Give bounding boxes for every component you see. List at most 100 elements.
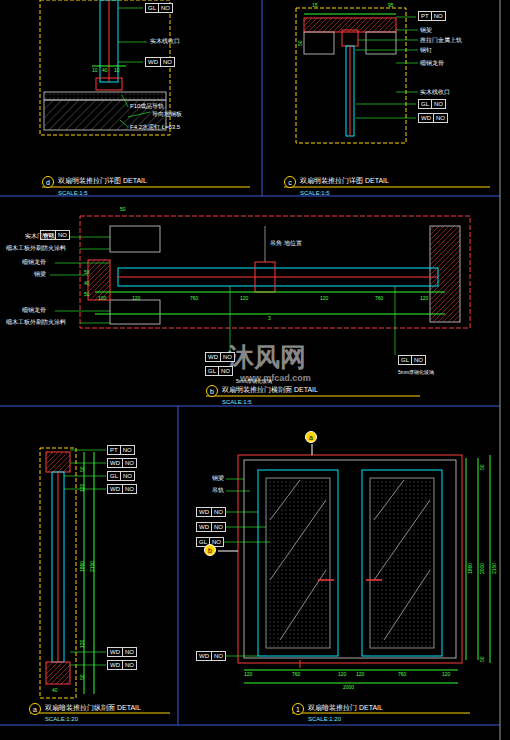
- material-tag: WDNO: [196, 522, 226, 532]
- dimension: 120: [442, 672, 450, 677]
- node-text: a: [309, 434, 313, 441]
- node-text: PT: [419, 12, 431, 20]
- node-text: WD: [146, 58, 160, 66]
- node-text: NO: [55, 231, 69, 239]
- node-text: NO: [160, 58, 174, 66]
- scale-note: SCALE:1:20: [45, 716, 78, 722]
- node-text: GL: [206, 367, 218, 375]
- node-text: NO: [211, 652, 225, 660]
- dimension: 50: [480, 656, 485, 662]
- dimension: 50: [120, 207, 126, 212]
- note: 导向地钢板: [152, 111, 182, 117]
- dimension: 2150: [90, 561, 95, 572]
- note: 实木线收口: [420, 89, 450, 95]
- dimension: 50: [84, 292, 90, 297]
- node-text: NO: [122, 648, 136, 656]
- material-tag: WDNO: [107, 484, 137, 494]
- dimension: 2000: [343, 685, 354, 690]
- note: 吊轨: [212, 487, 224, 493]
- node-text: 1: [296, 706, 300, 713]
- node-text: WD: [197, 523, 211, 531]
- note: 细钢龙骨: [420, 60, 444, 66]
- node-text: NO: [120, 446, 134, 454]
- node-text: a: [33, 706, 37, 713]
- node-text: WD: [108, 661, 122, 669]
- material-tag: WDNO: [107, 458, 137, 468]
- dimension: 120: [356, 672, 364, 677]
- node-text: GL: [419, 100, 431, 108]
- detail-title: 双扇暗装推拉门纵剖面 DETAIL: [45, 704, 141, 711]
- node-text: WD: [108, 648, 122, 656]
- note: 钢钉: [420, 47, 432, 53]
- material-tag: PTNO: [107, 445, 135, 455]
- node-text: GL: [146, 4, 158, 12]
- node-text: WD: [206, 353, 220, 361]
- material-tag: GLNO: [205, 366, 233, 376]
- dimension: 120: [420, 296, 428, 301]
- scale-note: SCALE:1:5: [222, 399, 252, 405]
- note: 钢梁: [34, 271, 46, 277]
- dimension: 50: [480, 464, 485, 470]
- dimension: 760: [292, 672, 300, 677]
- dimension: 120: [244, 672, 252, 677]
- dimension: 40: [84, 281, 90, 286]
- note: 细木工板外刷防火涂料: [6, 245, 66, 251]
- dimension: 120: [80, 484, 85, 492]
- detail-callout-circle: b: [206, 385, 218, 397]
- scale-note: SCALE:1:5: [300, 190, 330, 196]
- node-text: NO: [220, 353, 234, 361]
- note: 实木线收口: [150, 38, 180, 44]
- node-text: NO: [158, 4, 172, 12]
- material-tag: WDNO: [107, 660, 137, 670]
- node-text: NO: [411, 356, 425, 364]
- note: 实木门套线: [25, 233, 55, 239]
- material-tag: GLNO: [418, 99, 446, 109]
- material-tag: PTNO: [418, 11, 446, 21]
- dimension: 40: [102, 68, 108, 73]
- dimension: 50: [80, 466, 85, 472]
- material-tag: GLNO: [398, 355, 426, 365]
- node-text: GL: [399, 356, 411, 364]
- dimension: 1860: [468, 563, 473, 574]
- node-text: WD: [108, 485, 122, 493]
- material-tag: WDNO: [196, 651, 226, 661]
- note: F10成品导轨: [130, 103, 164, 109]
- detail-title: 双扇明装推拉门详图 DETAIL: [58, 177, 147, 184]
- note: 推拉门金属上轨: [420, 37, 462, 43]
- note: 钢梁: [212, 475, 224, 481]
- dimension: 120: [80, 640, 85, 648]
- note: 5mm厚钢化玻璃: [236, 379, 272, 384]
- node-text: NO: [211, 508, 225, 516]
- note: 钢架: [420, 27, 432, 33]
- node-text: WD: [197, 652, 211, 660]
- scale-note: SCALE:1:20: [308, 716, 341, 722]
- node-text: NO: [120, 472, 134, 480]
- node-text: WD: [108, 459, 122, 467]
- node-text: PT: [108, 446, 120, 454]
- node-text: b: [208, 547, 212, 554]
- dimension: 2000: [480, 563, 485, 574]
- detail-callout-circle: c: [284, 176, 296, 188]
- material-tag: WDNO: [205, 352, 235, 362]
- material-tag: WDNO: [107, 647, 137, 657]
- note: 吊角 地位置: [270, 240, 302, 246]
- dimension: 120: [132, 296, 140, 301]
- dimension: 760: [375, 296, 383, 301]
- dimension: 120: [338, 672, 346, 677]
- note: 细木工板外刷防火涂料: [6, 319, 66, 325]
- dimension: 40: [52, 688, 58, 693]
- detail-callout-circle: 1: [292, 703, 304, 715]
- material-tag: GLNO: [107, 471, 135, 481]
- note: 细钢龙骨: [22, 307, 46, 313]
- dimension: 3: [268, 316, 271, 321]
- node-text: d: [46, 179, 50, 186]
- dimension: 100: [98, 296, 106, 301]
- dimension: 1860: [80, 561, 85, 572]
- node-text: WD: [419, 114, 433, 122]
- material-tag: WDNO: [145, 57, 175, 67]
- detail-callout-circle: a: [29, 703, 41, 715]
- node-text: NO: [433, 114, 447, 122]
- node-text: WD: [197, 508, 211, 516]
- material-tag: GLNO: [145, 3, 173, 13]
- dimension: 10: [92, 68, 98, 73]
